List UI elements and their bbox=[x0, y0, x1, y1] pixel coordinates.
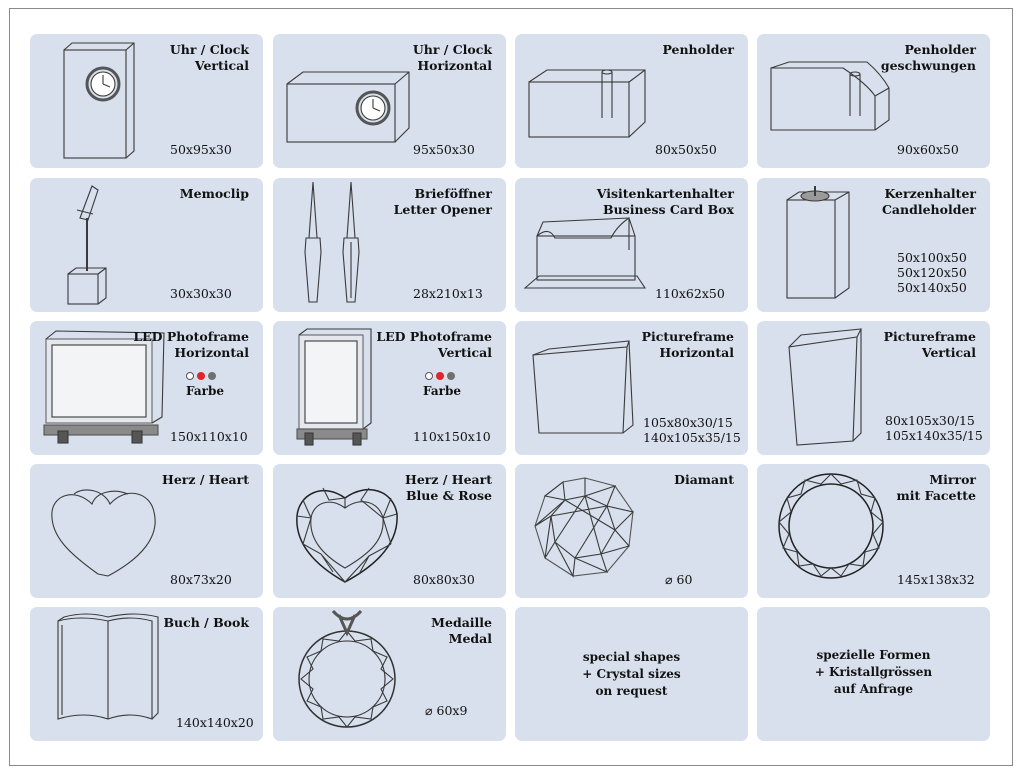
product-title: Herz / Heart Blue & Rose bbox=[405, 472, 492, 503]
product-dimensions: 105x80x30/15 140x105x35/15 bbox=[643, 415, 741, 445]
product-title: Penholder bbox=[662, 42, 734, 57]
white-color-dot bbox=[186, 372, 194, 380]
product-dimensions: 50x100x50 50x120x50 50x140x50 bbox=[897, 250, 967, 295]
product-title: Pictureframe Horizontal bbox=[641, 329, 734, 360]
product-dimensions: 80x105x30/15 105x140x35/15 bbox=[885, 413, 983, 443]
product-card-pictureframe-vertical[interactable]: Pictureframe Vertical 80x105x30/15 105x1… bbox=[757, 321, 990, 455]
product-dimensions: 30x30x30 bbox=[170, 286, 232, 301]
spezielle-formen-note: spezielle Formen + Kristallgrössen auf A… bbox=[814, 648, 933, 696]
led-frame-horizontal-icon bbox=[43, 330, 165, 444]
product-title: Diamant bbox=[674, 472, 734, 487]
penholder-icon bbox=[528, 69, 646, 138]
product-title: LED Photoframe Horizontal bbox=[133, 329, 249, 360]
grey-color-dot bbox=[447, 372, 455, 380]
product-card-clock-horizontal[interactable]: Uhr / Clock Horizontal 95x50x30 bbox=[273, 34, 506, 168]
product-title: Medaille Medal bbox=[431, 615, 492, 646]
product-card-letter-opener[interactable]: Brieföffner Letter Opener 28x210x13 bbox=[273, 178, 506, 312]
product-card-pictureframe-horizontal[interactable]: Pictureframe Horizontal 105x80x30/15 140… bbox=[515, 321, 748, 455]
product-card-penholder[interactable]: Penholder 80x50x50 bbox=[515, 34, 748, 168]
product-card-clock-vertical[interactable]: Uhr / Clock Vertical 50x95x30 bbox=[30, 34, 263, 168]
product-card-business-card-box[interactable]: Visitenkartenhalter Business Card Box 11… bbox=[515, 178, 748, 312]
product-dimensions: 145x138x32 bbox=[897, 572, 975, 587]
product-dimensions: ⌀ 60 bbox=[665, 572, 693, 587]
product-dimensions: 50x95x30 bbox=[170, 142, 232, 157]
penholder-curved-icon bbox=[770, 61, 890, 131]
product-card-led-photoframe-vertical[interactable]: LED Photoframe Vertical Farbe 110x150x10 bbox=[273, 321, 506, 455]
memoclip-icon bbox=[67, 185, 107, 305]
product-dimensions: 80x73x20 bbox=[170, 572, 232, 587]
clock-vertical-icon bbox=[63, 42, 135, 159]
product-title: Visitenkartenhalter Business Card Box bbox=[596, 186, 734, 217]
product-card-penholder-curved[interactable]: Penholder geschwungen 90x60x50 bbox=[757, 34, 990, 168]
mirror-facet-icon bbox=[778, 473, 884, 579]
letter-opener-icon bbox=[304, 181, 360, 303]
color-dots bbox=[186, 372, 216, 380]
product-card-medal[interactable]: Medaille Medal ⌀ 60x9 bbox=[273, 607, 506, 741]
candleholder-icon bbox=[786, 186, 850, 299]
product-title: Buch / Book bbox=[163, 615, 249, 630]
pictureframe-horizontal-icon bbox=[532, 340, 634, 434]
product-card-heart[interactable]: Herz / Heart 80x73x20 bbox=[30, 464, 263, 598]
color-label: Farbe bbox=[186, 384, 224, 398]
pictureframe-vertical-icon bbox=[788, 328, 862, 446]
color-dots bbox=[425, 372, 455, 380]
note-card-special-shapes[interactable]: special shapes + Crystal sizes on reques… bbox=[515, 607, 748, 741]
product-card-diamond[interactable]: Diamant ⌀ 60 bbox=[515, 464, 748, 598]
product-dimensions: 140x140x20 bbox=[176, 715, 254, 730]
product-title: Herz / Heart bbox=[162, 472, 249, 487]
white-color-dot bbox=[425, 372, 433, 380]
red-color-dot bbox=[436, 372, 444, 380]
product-title: Brieföffner Letter Opener bbox=[393, 186, 492, 217]
product-title: Pictureframe Vertical bbox=[883, 329, 976, 360]
heart-facet-icon bbox=[296, 487, 398, 583]
product-dimensions: 95x50x30 bbox=[413, 142, 475, 157]
product-dimensions: 80x80x30 bbox=[413, 572, 475, 587]
product-card-book[interactable]: Buch / Book 140x140x20 bbox=[30, 607, 263, 741]
book-icon bbox=[57, 613, 159, 720]
catalog-frame bbox=[9, 8, 1013, 766]
product-title: Uhr / Clock Horizontal bbox=[412, 42, 492, 73]
heart-icon bbox=[51, 489, 156, 577]
red-color-dot bbox=[197, 372, 205, 380]
product-dimensions: ⌀ 60x9 bbox=[425, 703, 468, 718]
grey-color-dot bbox=[208, 372, 216, 380]
note-card-spezielle-formen[interactable]: spezielle Formen + Kristallgrössen auf A… bbox=[757, 607, 990, 741]
medal-icon bbox=[298, 609, 396, 728]
product-dimensions: 28x210x13 bbox=[413, 286, 483, 301]
product-card-mirror-facette[interactable]: Mirror mit Facette 145x138x32 bbox=[757, 464, 990, 598]
product-title: Kerzenhalter Candleholder bbox=[881, 186, 976, 217]
product-title: LED Photoframe Vertical bbox=[376, 329, 492, 360]
product-dimensions: 110x150x10 bbox=[413, 429, 491, 444]
product-title: Memoclip bbox=[179, 186, 249, 201]
product-dimensions: 110x62x50 bbox=[655, 286, 725, 301]
product-card-candleholder[interactable]: Kerzenhalter Candleholder 50x100x50 50x1… bbox=[757, 178, 990, 312]
diamond-icon bbox=[534, 477, 635, 578]
product-card-heart-blue-rose[interactable]: Herz / Heart Blue & Rose 80x80x30 bbox=[273, 464, 506, 598]
special-shapes-note: special shapes + Crystal sizes on reques… bbox=[582, 650, 681, 698]
product-card-led-photoframe-horizontal[interactable]: LED Photoframe Horizontal Farbe 150x110x… bbox=[30, 321, 263, 455]
led-frame-vertical-icon bbox=[296, 328, 372, 446]
clock-horizontal-icon bbox=[286, 71, 410, 143]
product-title: Penholder geschwungen bbox=[880, 42, 976, 73]
product-dimensions: 90x60x50 bbox=[897, 142, 959, 157]
product-dimensions: 150x110x10 bbox=[170, 429, 248, 444]
product-dimensions: 80x50x50 bbox=[655, 142, 717, 157]
color-label: Farbe bbox=[423, 384, 461, 398]
product-card-memoclip[interactable]: Memoclip 30x30x30 bbox=[30, 178, 263, 312]
card-box-icon bbox=[523, 216, 647, 289]
product-title: Uhr / Clock Vertical bbox=[169, 42, 249, 73]
product-title: Mirror mit Facette bbox=[896, 472, 976, 503]
